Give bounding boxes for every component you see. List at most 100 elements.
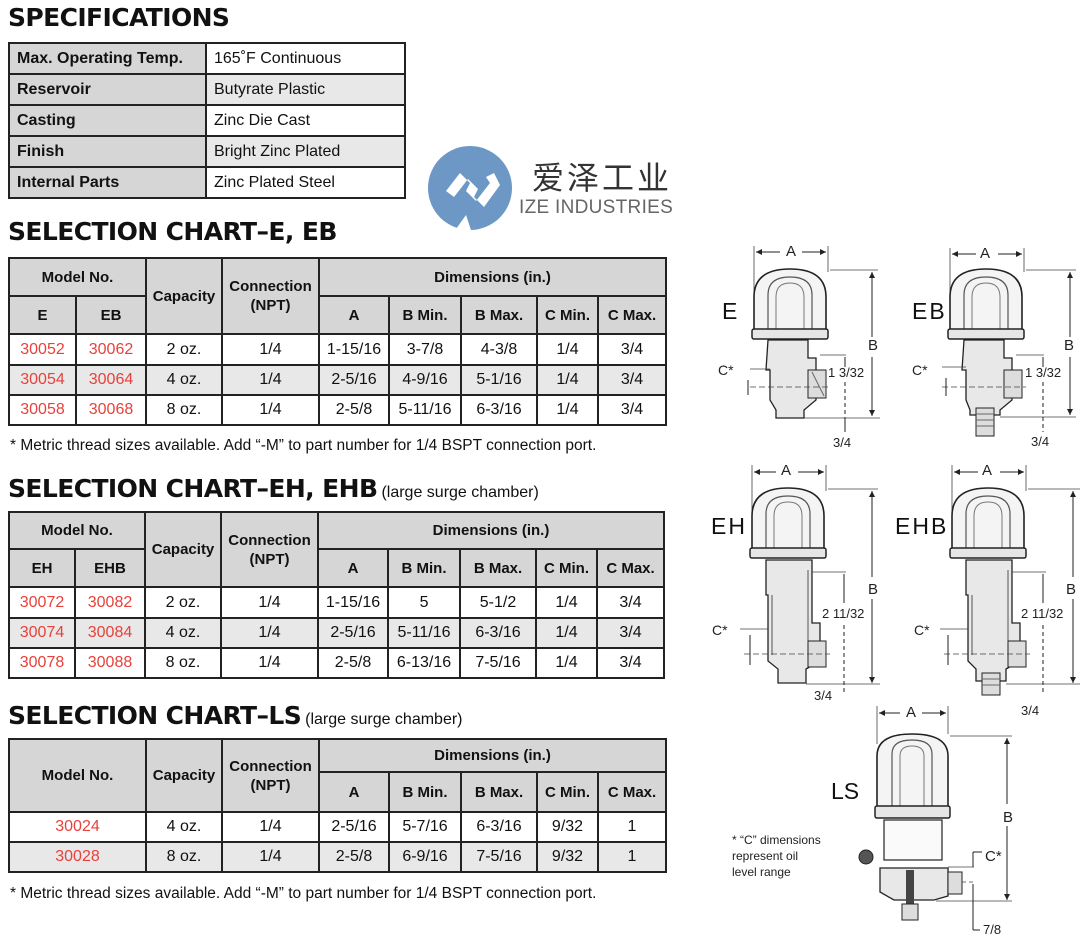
dim-b-max-cell: 5-1/2: [459, 586, 538, 619]
connection-cell: 1/4: [221, 364, 321, 396]
header-connection: Connection(NPT): [220, 511, 320, 588]
chart-ls-title: SELECTION CHART–LS(large surge chamber): [8, 701, 463, 730]
header-model-eb: EB: [74, 295, 148, 335]
dim-a-cell: 2-5/16: [318, 364, 391, 396]
header-dim-a: A: [318, 295, 391, 335]
dim-a-cell: 1-15/16: [318, 333, 391, 366]
dim-a-cell: 2-5/16: [318, 811, 390, 843]
spec-row: Casting Zinc Die Cast: [8, 104, 406, 137]
header-dim-c-max: C Max.: [596, 548, 666, 588]
chart-subtitle: (large surge chamber): [381, 484, 539, 501]
dim-bottom-label: 3/4: [814, 688, 833, 703]
spec-value: Butyrate Plastic: [205, 73, 406, 106]
logo-mark-icon: [428, 146, 512, 233]
header-dim-c-min: C Min.: [536, 771, 599, 813]
dim-bottom-label: 3/4: [1021, 703, 1040, 718]
dim-c-min-cell: 1/4: [535, 617, 599, 649]
table-row: 30052 30062 2 oz. 1/4 1-15/16 3-7/8 4-3/…: [8, 333, 668, 366]
chart-eh-ehb-table: Model No. Capacity Connection(NPT) Dimen…: [7, 511, 666, 679]
dim-c-min-cell: 1/4: [535, 647, 599, 679]
chart-e-eb-title: SELECTION CHART–E, EB: [8, 217, 337, 246]
diagram-label: EHB: [895, 513, 949, 539]
dim-c-max-cell: 3/4: [596, 617, 666, 649]
dim-b-max-cell: 5-1/16: [460, 364, 539, 396]
dim-c-min-cell: 1/4: [536, 394, 600, 426]
dim-b-min-cell: 5-7/16: [388, 811, 462, 843]
dim-mid-label: 1 3/32: [1025, 365, 1062, 380]
dim-b-min-cell: 5-11/16: [387, 617, 462, 649]
dim-b-label: B: [868, 337, 879, 354]
dim-a-label: A: [781, 462, 792, 479]
metric-footnote: * Metric thread sizes available. Add “-M…: [10, 437, 597, 454]
header-dim-b-max: B Max.: [460, 771, 538, 813]
dim-b-min-cell: 5: [387, 586, 462, 619]
dim-c-label: C*: [712, 622, 728, 638]
dim-c-min-cell: 1/4: [535, 586, 599, 619]
oiler-e-drawing-icon: [747, 246, 880, 432]
capacity-cell: 4 oz.: [145, 364, 224, 396]
diagram-ehb: EHB A B C* 2 11/32 3/4: [890, 455, 1086, 720]
dim-a-label: A: [906, 704, 917, 721]
dim-bottom-label: 7/8: [983, 922, 1002, 937]
spec-row: Internal Parts Zinc Plated Steel: [8, 166, 406, 199]
spec-label: Internal Parts: [8, 166, 207, 199]
dim-a-cell: 2-5/8: [318, 841, 390, 873]
diagram-label: LS: [831, 778, 860, 804]
header-dim-b-max: B Max.: [459, 548, 538, 588]
capacity-cell: 4 oz.: [145, 811, 223, 843]
capacity-cell: 8 oz.: [145, 394, 224, 426]
table-row: 30078 30088 8 oz. 1/4 2-5/8 6-13/16 7-5/…: [8, 647, 666, 679]
header-capacity: Capacity: [145, 257, 224, 335]
dim-a-label: A: [980, 245, 991, 262]
model-number: 30064: [74, 364, 148, 396]
connection-cell: 1/4: [220, 647, 320, 679]
spec-value: Zinc Plated Steel: [205, 166, 406, 199]
header-capacity: Capacity: [144, 511, 223, 588]
dim-b-min-cell: 3-7/8: [388, 333, 463, 366]
dim-a-label: A: [786, 243, 797, 260]
dim-a-cell: 2-5/8: [317, 647, 390, 679]
connection-cell: 1/4: [220, 586, 320, 619]
dim-b-min-cell: 5-11/16: [388, 394, 463, 426]
header-model-no: Model No.: [7, 257, 148, 297]
header-connection: Connection(NPT): [221, 257, 321, 335]
header-model-e: E: [8, 295, 77, 335]
spec-row: Finish Bright Zinc Plated: [8, 135, 406, 168]
dim-c-min-cell: 9/32: [536, 811, 599, 843]
logo-chinese-name: 爱泽工业: [532, 159, 673, 197]
chart-eh-ehb-title: SELECTION CHART–EH, EHB(large surge cham…: [8, 474, 539, 503]
dim-c-label: C*: [985, 848, 1002, 865]
metric-footnote: * Metric thread sizes available. Add “-M…: [10, 885, 597, 902]
connection-cell: 1/4: [221, 841, 320, 873]
model-number: 30072: [8, 586, 76, 619]
header-model-ehb: EHB: [73, 548, 147, 588]
spec-label: Reservoir: [8, 73, 207, 106]
dim-b-max-cell: 7-5/16: [459, 647, 538, 679]
header-dim-a: A: [317, 548, 390, 588]
header-dim-b-min: B Min.: [387, 548, 462, 588]
dim-b-max-cell: 6-3/16: [460, 394, 539, 426]
header-model-no: Model No.: [8, 738, 147, 813]
table-row: 30028 8 oz. 1/4 2-5/8 6-9/16 7-5/16 9/32…: [8, 841, 668, 873]
chart-subtitle: (large surge chamber): [305, 711, 463, 728]
table-row: 30024 4 oz. 1/4 2-5/16 5-7/16 6-3/16 9/3…: [8, 811, 668, 843]
connection-cell: 1/4: [220, 617, 320, 649]
capacity-cell: 8 oz.: [144, 647, 223, 679]
chart-e-eb-table: Model No. Capacity Connection(NPT) Dimen…: [7, 257, 668, 426]
dim-b-min-cell: 6-9/16: [388, 841, 462, 873]
dim-c-max-cell: 3/4: [596, 586, 666, 619]
header-dimensions: Dimensions (in.): [317, 511, 666, 550]
model-number: 30074: [8, 617, 76, 649]
dim-c-max-cell: 3/4: [597, 333, 668, 366]
dim-mid-label: 1 3/32: [828, 365, 865, 380]
header-dim-c-max: C Max.: [596, 771, 668, 813]
connection-cell: 1/4: [221, 811, 320, 843]
spec-row: Reservoir Butyrate Plastic: [8, 73, 406, 106]
dim-c-label: C*: [718, 362, 734, 378]
dim-c-label: C*: [912, 362, 928, 378]
model-number: 30058: [8, 394, 77, 426]
dim-mid-label: 2 11/32: [822, 606, 865, 621]
logo-english-name: IZE INDUSTRIES: [519, 197, 674, 218]
diagram-eh: EH A B C* 2 11/32 3/4: [700, 455, 890, 720]
dim-c-max-cell: 3/4: [597, 364, 668, 396]
